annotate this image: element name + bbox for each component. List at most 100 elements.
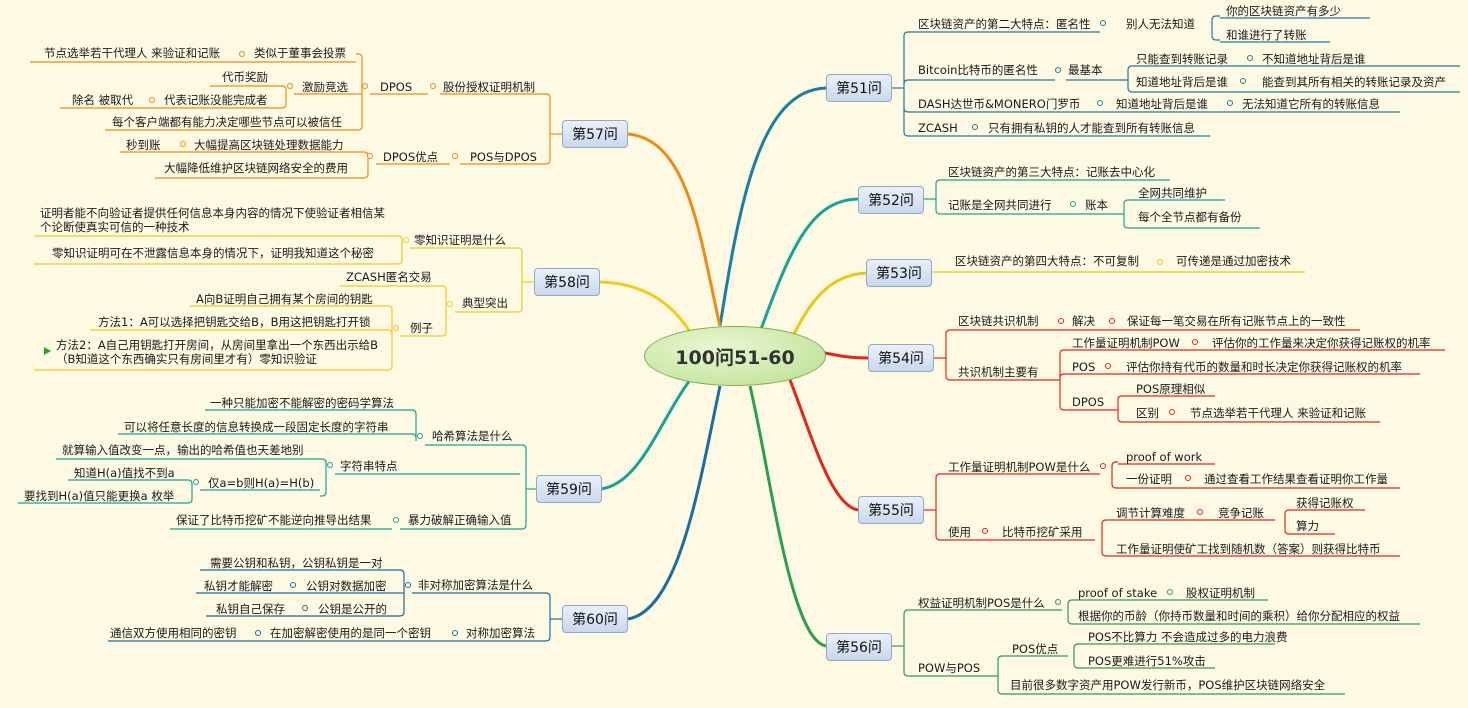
q58-typical-label[interactable]: 典型突出 xyxy=(462,296,508,310)
q51-unknown-label[interactable]: 别人无法知道 xyxy=(1126,17,1195,31)
q51-dash-known-label[interactable]: 知道地址背后是谁 xyxy=(1116,97,1208,111)
collapse-toggle-icon[interactable] xyxy=(149,97,155,103)
q58-method2-label[interactable]: 方法2：A自己用钥匙打开房间，从房间里拿出一个东西出示给B（B知道这个东西确实只… xyxy=(56,338,379,366)
collapse-toggle-icon[interactable] xyxy=(1169,409,1175,415)
collapse-toggle-icon[interactable] xyxy=(290,582,296,588)
q60-both-label[interactable]: 通信双方使用相同的密钥 xyxy=(110,626,237,640)
topic-q56[interactable]: 第56问 xyxy=(826,633,892,661)
q51-zcash-label[interactable]: ZCASH xyxy=(918,121,958,135)
collapse-toggle-icon[interactable] xyxy=(452,630,458,636)
q55-mining-label[interactable]: 比特币挖矿采用 xyxy=(1002,525,1083,539)
collapse-toggle-icon[interactable] xyxy=(1192,339,1198,345)
q51-bitcoin-label[interactable]: Bitcoin比特币的匿名性 xyxy=(918,63,1038,77)
collapse-toggle-icon[interactable] xyxy=(1055,599,1061,605)
q60-public-label[interactable]: 公钥是公开的 xyxy=(318,602,387,616)
q59-equal-label[interactable]: 仅a=b则H(a)=H(b) xyxy=(208,476,315,490)
collapse-toggle-icon[interactable] xyxy=(405,582,411,588)
q51-balance-label[interactable]: 你的区块链资产有多少 xyxy=(1226,4,1341,18)
q52-maintain-label[interactable]: 全网共同维护 xyxy=(1138,186,1207,200)
q56-issue-label[interactable]: 目前很多数字资产用POW发行新币，POS维护区块链网络安全 xyxy=(1010,678,1326,692)
q52-shared-label[interactable]: 记账是全网共同进行 xyxy=(948,198,1052,212)
topic-q51[interactable]: 第51问 xyxy=(826,74,892,102)
q55-check-label[interactable]: 通过查看工作结果查看证明你工作量 xyxy=(1204,472,1388,486)
q59-hash-label[interactable]: 哈希算法是什么 xyxy=(432,429,513,443)
q59-fixed-label[interactable]: 可以将任意长度的信息转换成一段固定长度的字符串 xyxy=(124,420,389,434)
q54-main-label[interactable]: 共识机制主要有 xyxy=(958,365,1039,379)
collapse-toggle-icon[interactable] xyxy=(1197,509,1203,515)
q58-zkp-secret-label[interactable]: 零知识证明可在不泄露信息本身的情况下，证明我知道这个秘密 xyxy=(52,246,374,260)
q58-zkp-label[interactable]: 零知识证明是什么 xyxy=(414,233,506,247)
collapse-toggle-icon[interactable] xyxy=(1167,589,1173,595)
collapse-toggle-icon[interactable] xyxy=(447,301,453,307)
q56-advantages-label[interactable]: POS优点 xyxy=(1012,642,1059,656)
q58-example-label[interactable]: 例子 xyxy=(410,321,433,335)
collapse-toggle-icon[interactable] xyxy=(972,124,978,130)
q60-same-key-label[interactable]: 在加密解密使用的是同一个密钥 xyxy=(270,626,431,640)
q57-replaced-label[interactable]: 除名 被取代 xyxy=(72,93,134,107)
q51-basic-label[interactable]: 最基本 xyxy=(1068,63,1103,77)
q51-all-records-label[interactable]: 能查到其所有相关的转账记录及资产 xyxy=(1262,75,1446,89)
collapse-toggle-icon[interactable] xyxy=(452,153,458,159)
q54-elect-label[interactable]: 节点选举若干代理人 来验证和记账 xyxy=(1190,406,1367,420)
collapse-toggle-icon[interactable] xyxy=(367,153,373,159)
q59-irreversible-label[interactable]: 知道H(a)值找不到a xyxy=(74,466,175,480)
q56-pos-what-label[interactable]: 权益证明机制POS是什么 xyxy=(918,596,1045,610)
topic-q57[interactable]: 第57问 xyxy=(562,120,628,148)
collapse-toggle-icon[interactable] xyxy=(403,237,409,243)
central-topic[interactable]: 100问51-60 xyxy=(644,326,826,386)
q57-dpos-label[interactable]: 股份授权证明机制 xyxy=(443,80,535,94)
topic-q59[interactable]: 第59问 xyxy=(536,475,602,503)
q55-compete-label[interactable]: 竞争记账 xyxy=(1218,506,1264,520)
topic-q60[interactable]: 第60问 xyxy=(562,605,628,633)
q59-enumerate-label[interactable]: 要找到H(a)值只能更换a 枚举 xyxy=(24,489,175,503)
q51-anonymity-label[interactable]: 区块链资产的第二大特点：匿名性 xyxy=(918,17,1091,31)
collapse-toggle-icon[interactable] xyxy=(1058,318,1064,324)
q56-coin-age-label[interactable]: 根据你的币龄（你持币数量和时间的乘积）给你分配相应的权益 xyxy=(1078,609,1400,623)
q57-throughput-label[interactable]: 大幅提高区块链处理数据能力 xyxy=(194,138,344,152)
q52-decentralized-label[interactable]: 区块链资产的第三大特点：记账去中心化 xyxy=(948,165,1155,179)
q53-encrypt-label[interactable]: 可传递是通过加密技术 xyxy=(1176,254,1291,268)
q54-pow-label[interactable]: 工作量证明机制POW xyxy=(1072,336,1180,350)
collapse-toggle-icon[interactable] xyxy=(1247,55,1253,61)
q55-difficulty-label[interactable]: 调节计算难度 xyxy=(1116,506,1185,520)
q54-dpos-label[interactable]: DPOS xyxy=(1072,395,1105,409)
q57-board-label[interactable]: 类似于董事会投票 xyxy=(254,46,346,60)
collapse-toggle-icon[interactable] xyxy=(1055,67,1061,73)
q56-51-label[interactable]: POS更难进行51%攻击 xyxy=(1088,654,1206,668)
q51-dash-info-label[interactable]: 无法知道它所有的转账信息 xyxy=(1242,97,1380,111)
collapse-toggle-icon[interactable] xyxy=(1157,259,1163,265)
topic-q52[interactable]: 第52问 xyxy=(858,186,924,214)
q52-ledger-label[interactable]: 账本 xyxy=(1085,198,1108,212)
q54-diff-label[interactable]: 区别 xyxy=(1136,406,1159,420)
topic-q54[interactable]: 第54问 xyxy=(868,344,934,372)
q55-rights-label[interactable]: 获得记账权 xyxy=(1296,496,1354,510)
q60-priv-decrypt-label[interactable]: 私钥才能解密 xyxy=(204,579,273,593)
q57-dpos-short-label[interactable]: DPOS xyxy=(380,80,413,94)
q58-zcash-label[interactable]: ZCASH匿名交易 xyxy=(346,270,432,284)
collapse-toggle-icon[interactable] xyxy=(239,51,245,57)
collapse-toggle-icon[interactable] xyxy=(393,517,399,523)
q55-use-label[interactable]: 使用 xyxy=(948,525,971,539)
collapse-toggle-icon[interactable] xyxy=(287,83,293,89)
collapse-toggle-icon[interactable] xyxy=(362,83,368,89)
collapse-toggle-icon[interactable] xyxy=(430,83,436,89)
collapse-toggle-icon[interactable] xyxy=(193,479,199,485)
collapse-toggle-icon[interactable] xyxy=(1185,475,1191,481)
collapse-toggle-icon[interactable] xyxy=(1109,318,1115,324)
q58-prove-key-label[interactable]: A向B证明自己拥有某个房间的钥匙 xyxy=(196,292,373,306)
q54-solve-label[interactable]: 解决 xyxy=(1072,314,1095,328)
q54-consensus-label[interactable]: 区块链共识机制 xyxy=(958,314,1039,328)
q58-zkp-def-label[interactable]: 证明者能不向验证者提供任何信息本身内容的情况下使验证者相信某个论断使真实可信的一… xyxy=(40,206,385,234)
q54-pos-desc-label[interactable]: 评估你持有代币的数量和时长决定你获得记账权的机率 xyxy=(1126,360,1402,374)
q56-pow-pos-label[interactable]: POW与POS xyxy=(918,661,981,675)
q51-transfer-label[interactable]: 和谁进行了转账 xyxy=(1226,28,1307,42)
collapse-toggle-icon[interactable] xyxy=(255,630,261,636)
q56-stake-label[interactable]: 股权证明机制 xyxy=(1186,586,1255,600)
q54-pow-desc-label[interactable]: 评估你的工作量来决定你获得记账权的机率 xyxy=(1212,336,1431,350)
q57-cost-label[interactable]: 大幅降低维护区块链网络安全的费用 xyxy=(164,161,348,175)
collapse-toggle-icon[interactable] xyxy=(1100,20,1106,26)
q51-known-label[interactable]: 知道地址背后是谁 xyxy=(1136,75,1228,89)
topic-q58[interactable]: 第58问 xyxy=(534,268,600,296)
q57-pos-dpos-label[interactable]: POS与DPOS xyxy=(470,150,537,164)
collapse-toggle-icon[interactable] xyxy=(302,605,308,611)
